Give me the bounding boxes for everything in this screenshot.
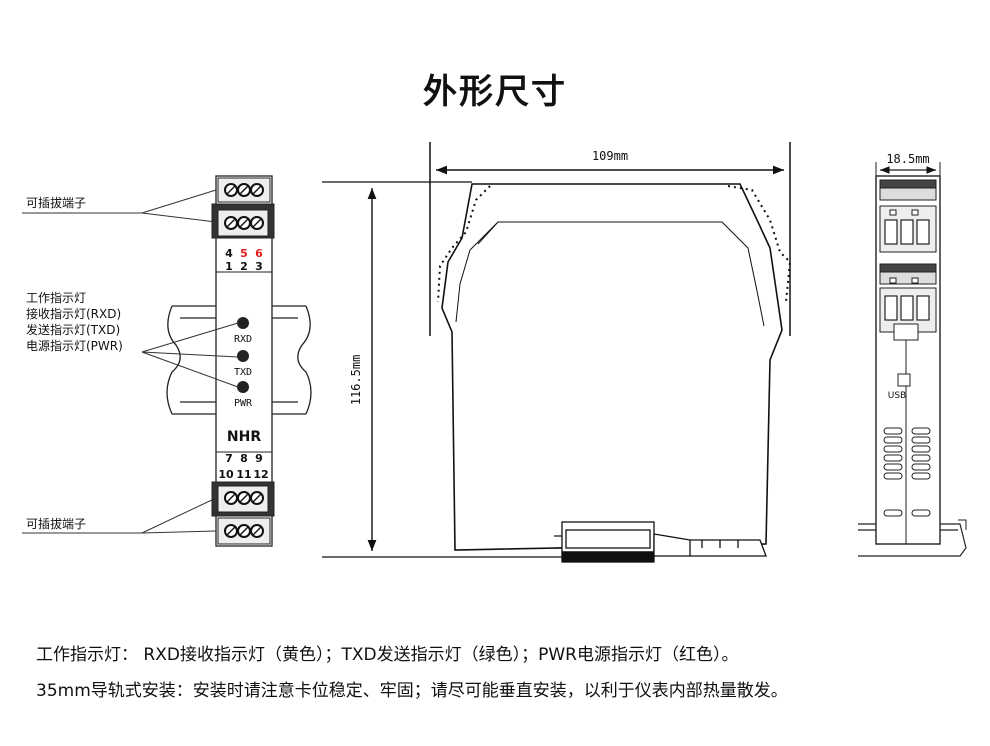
terminal-num: 3 [255, 260, 263, 273]
din-clip [554, 521, 767, 563]
din-rail [166, 305, 312, 415]
led-txd [237, 350, 249, 362]
terminal-num: 9 [255, 452, 263, 465]
dimension-drawing: 4 5 6 1 2 3 7 8 9 10 11 12 RXD TXD PWR N… [22, 142, 967, 563]
usb-label: USB [888, 391, 906, 401]
height-dim-label: 116.5mm [349, 355, 363, 406]
led-pwr [237, 381, 249, 393]
terminal-num: 6 [255, 247, 263, 260]
terminal-num: 4 [225, 247, 233, 260]
terminal-num: 12 [253, 468, 268, 481]
bottom-terminal-block [211, 481, 275, 545]
led-indicators: RXD TXD PWR [234, 317, 253, 409]
bottom-terminal-label: 可插拔端子 [26, 516, 86, 531]
led-label-rxd: RXD [234, 334, 252, 345]
terminal-num: 5 [240, 247, 248, 260]
front-view: 4 5 6 1 2 3 7 8 9 10 11 12 RXD TXD PWR N… [22, 175, 312, 547]
indicator-txd-label: 发送指示灯(TXD) [26, 322, 120, 337]
top-terminal-block [211, 177, 275, 239]
terminal-num: 10 [218, 468, 234, 481]
note-indicators: 工作指示灯： RXD接收指示灯（黄色）；TXD发送指示灯（绿色）；PWR电源指示… [36, 645, 739, 665]
top-terminal-label: 可插拔端子 [26, 195, 86, 210]
nhr-logo: NHR [227, 429, 261, 445]
terminal-num: 11 [236, 468, 251, 481]
width-dim-label: 109mm [592, 149, 628, 163]
led-label-pwr: PWR [234, 398, 253, 409]
indicator-group-title: 工作指示灯 [26, 290, 86, 305]
led-label-txd: TXD [234, 367, 252, 378]
housing-outline [441, 183, 783, 551]
thickness-dim-label: 18.5mm [886, 152, 929, 166]
note-mounting: 35mm导轨式安装：安装时请注意卡位稳定、牢固；请尽可能垂直安装，以利于仪表内部… [36, 681, 788, 701]
terminal-num: 1 [225, 260, 233, 273]
indicator-pwr-label: 电源指示灯(PWR) [26, 338, 123, 353]
end-view [858, 162, 967, 557]
terminal-num: 8 [240, 452, 248, 465]
side-view [322, 142, 792, 563]
usb-port [897, 373, 911, 387]
leader-lines [22, 189, 239, 534]
terminal-num: 2 [240, 260, 248, 273]
led-rxd [237, 317, 249, 329]
terminal-num: 7 [225, 452, 233, 465]
page-title: 外形尺寸 [423, 72, 567, 112]
indicator-rxd-label: 接收指示灯(RXD) [26, 306, 121, 321]
